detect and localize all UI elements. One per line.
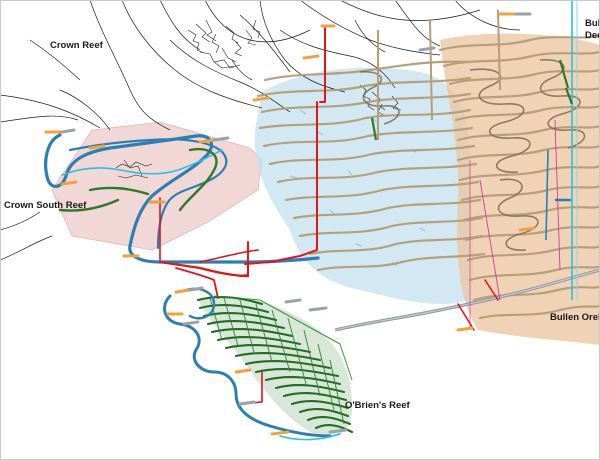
crown-south-declines xyxy=(44,133,320,264)
label-bullen-orebody: Bullen Oreb xyxy=(550,312,600,323)
level-stubs xyxy=(44,12,572,436)
obriens-reef-cross-hatch xyxy=(209,295,353,425)
topographic-linework xyxy=(0,0,521,261)
access-drive-highlight xyxy=(334,269,600,331)
surface-structures-cluster xyxy=(115,19,402,179)
bullen-spiral-declines xyxy=(359,59,586,251)
label-crown-reef: Crown Reef xyxy=(50,40,103,51)
label-bullen-decline-line1: Bull xyxy=(585,18,600,29)
blue-orebody-zone xyxy=(254,67,474,305)
label-obriens-reef: O'Brien's Reef xyxy=(345,400,410,411)
label-bullen-decline-line2: Dec xyxy=(585,30,600,41)
label-crown-south-reef: Crown South Reef xyxy=(4,200,87,211)
obriens-reef-orebody xyxy=(196,295,354,434)
vertical-raises xyxy=(377,0,578,330)
obriens-reef-envelope xyxy=(198,296,353,437)
crown-reef-green-stubs xyxy=(370,59,574,141)
